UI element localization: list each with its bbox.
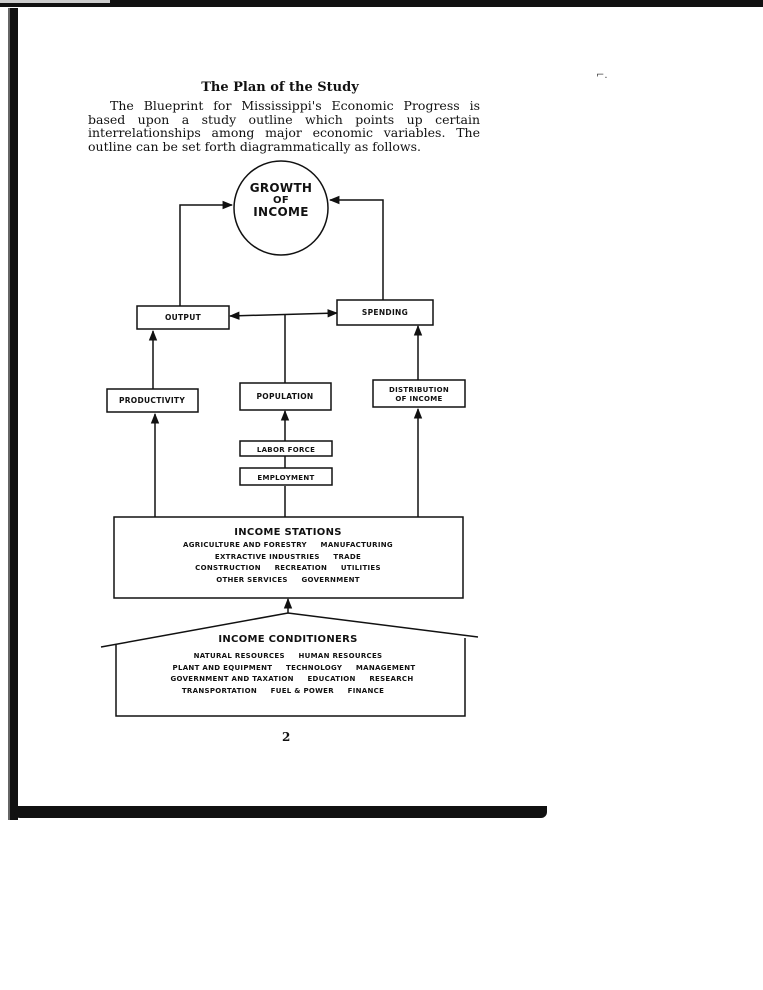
employment-box [239, 467, 333, 486]
conditioners-line-1: NATURAL RESOURCES HUMAN RESOURCES [194, 652, 383, 660]
spending-to-growth-arrow [328, 195, 384, 300]
spending-box [336, 299, 434, 326]
stations-line-1: AGRICULTURE AND FORESTRY MANUFACTURING [183, 541, 393, 549]
intro-paragraph: The Blueprint for Mississippi's Economic… [88, 98, 480, 154]
conditioners-roof [100, 612, 479, 648]
growth-line-3: INCOME [253, 205, 308, 219]
output-box [136, 305, 230, 330]
page-number: 2 [282, 730, 291, 744]
conditioners-line-3: GOVERNMENT AND TAXATION EDUCATION RESEAR… [170, 675, 413, 683]
productivity-label: PRODUCTIVITY [119, 396, 185, 405]
conditioners-heading: INCOME CONDITIONERS [218, 634, 357, 645]
output-label: OUTPUT [165, 313, 202, 322]
left-border [10, 8, 18, 820]
spending-label: SPENDING [362, 308, 408, 317]
page-title: The Plan of the Study [201, 80, 359, 95]
growth-line-2: OF [273, 195, 289, 206]
paper-speck: ⌐. [596, 70, 608, 81]
stations-line-3: CONSTRUCTION RECREATION UTILITIES [195, 564, 381, 572]
income-stations-box [113, 516, 464, 599]
growth-line-1: GROWTH [250, 181, 313, 195]
stations-line-2: EXTRACTIVE INDUSTRIES TRADE [215, 553, 361, 561]
distribution-line-1: DISTRIBUTION [389, 386, 449, 394]
output-to-growth-arrow [179, 200, 234, 306]
population-box [239, 382, 332, 411]
conditioners-walls [115, 638, 466, 717]
labor-force-box [239, 440, 333, 457]
growth-circle [233, 160, 329, 256]
population-label: POPULATION [256, 392, 313, 401]
left-border-edge [8, 8, 10, 820]
labor-force-label: LABOR FORCE [257, 446, 315, 454]
bottom-border [14, 806, 547, 818]
conditioners-line-2: PLANT AND EQUIPMENT TECHNOLOGY MANAGEMEN… [173, 664, 416, 672]
stations-heading: INCOME STATIONS [234, 527, 342, 538]
employment-label: EMPLOYMENT [257, 474, 314, 482]
distribution-line-2: OF INCOME [395, 395, 442, 403]
top-border [0, 0, 763, 7]
top-border-fade [0, 0, 110, 3]
distribution-box [372, 379, 466, 408]
stations-line-4: OTHER SERVICES GOVERNMENT [216, 576, 360, 584]
conditioners-line-4: TRANSPORTATION FUEL & POWER FINANCE [182, 687, 384, 695]
output-spending-arrow [228, 309, 339, 320]
productivity-box [106, 388, 199, 413]
